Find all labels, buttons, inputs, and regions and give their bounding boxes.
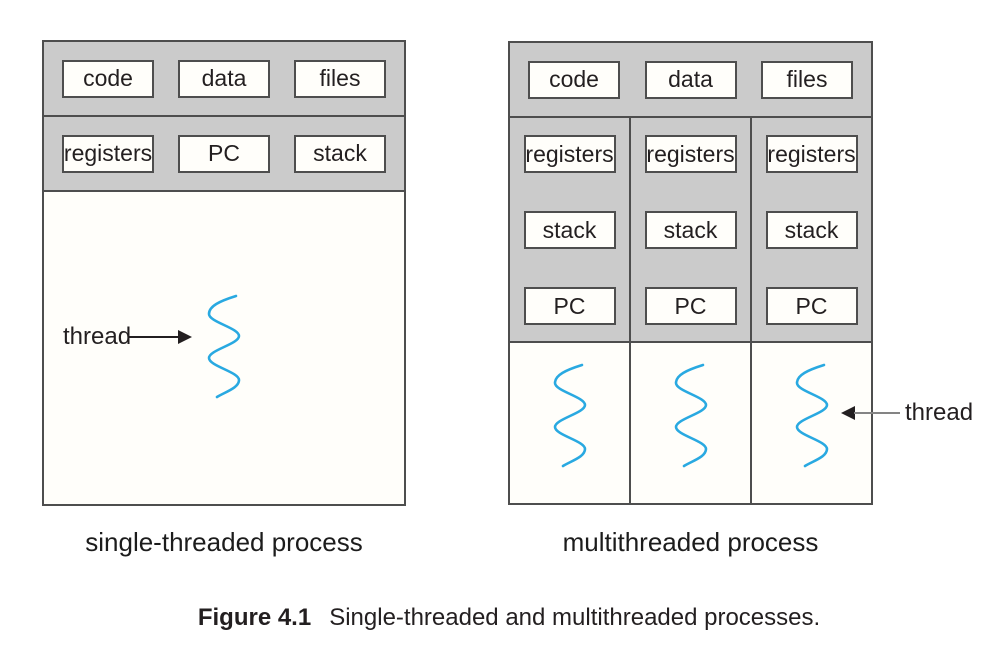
memory-box-stack: stack: [644, 211, 737, 249]
memory-box-pc: PC: [644, 287, 737, 325]
memory-box-files: files: [761, 60, 853, 99]
thread-column-3: registers stack PC: [752, 118, 871, 503]
figure-number: Figure 4.1: [197, 604, 312, 631]
memory-box-data: data: [644, 60, 737, 99]
process-resources-row: code data files: [44, 42, 404, 117]
thread-context-block: registers stack PC: [510, 118, 629, 343]
thread-context-row: registers PC stack: [44, 117, 404, 192]
memory-box-pc: PC: [765, 287, 858, 325]
figure-caption-text: Single-threaded and multithreaded proces…: [329, 604, 821, 631]
thread-flow-area: [752, 343, 871, 503]
memory-box-registers: registers: [62, 134, 154, 173]
thread-context-block: registers stack PC: [631, 118, 750, 343]
memory-box-pc: PC: [523, 287, 616, 325]
thread-label: thread: [905, 399, 974, 426]
memory-box-files: files: [294, 59, 386, 98]
thread-flow-area: [631, 343, 750, 503]
thread-squiggle-icon: [207, 294, 241, 399]
memory-box-stack: stack: [294, 134, 386, 173]
memory-box-code: code: [528, 60, 620, 99]
memory-box-registers: registers: [523, 135, 616, 173]
thread-squiggle-icon: [795, 363, 828, 468]
single-threaded-caption: single-threaded process: [85, 527, 363, 557]
memory-box-registers: registers: [765, 135, 858, 173]
single-threaded-process-diagram: code data files registers PC stack: [42, 40, 406, 506]
thread-context-block: registers stack PC: [752, 118, 871, 343]
memory-box-stack: stack: [765, 211, 858, 249]
memory-box-code: code: [62, 59, 154, 98]
thread-flow-area: [510, 343, 629, 503]
thread-squiggle-icon: [674, 363, 707, 468]
multithreaded-caption: multithreaded process: [562, 527, 819, 557]
thread-squiggle-icon: [553, 363, 586, 468]
arrow-right-icon: [129, 336, 179, 338]
arrow-left-head-icon: [841, 406, 855, 420]
thread-column-1: registers stack PC: [510, 118, 631, 503]
thread-column-2: registers stack PC: [631, 118, 752, 503]
memory-box-pc: PC: [178, 134, 270, 173]
arrow-right-head-icon: [178, 330, 192, 344]
thread-label: thread: [63, 323, 132, 350]
memory-box-data: data: [178, 59, 270, 98]
memory-box-stack: stack: [523, 211, 616, 249]
thread-columns: registers stack PC registers stack PC: [510, 118, 871, 503]
arrow-left-icon: [854, 412, 900, 414]
multithreaded-process-diagram: code data files registers stack PC regis…: [508, 41, 873, 505]
figure-caption: Figure 4.1 Single-threaded and multithrea…: [198, 604, 820, 632]
memory-box-registers: registers: [644, 135, 737, 173]
process-resources-row: code data files: [510, 43, 871, 118]
